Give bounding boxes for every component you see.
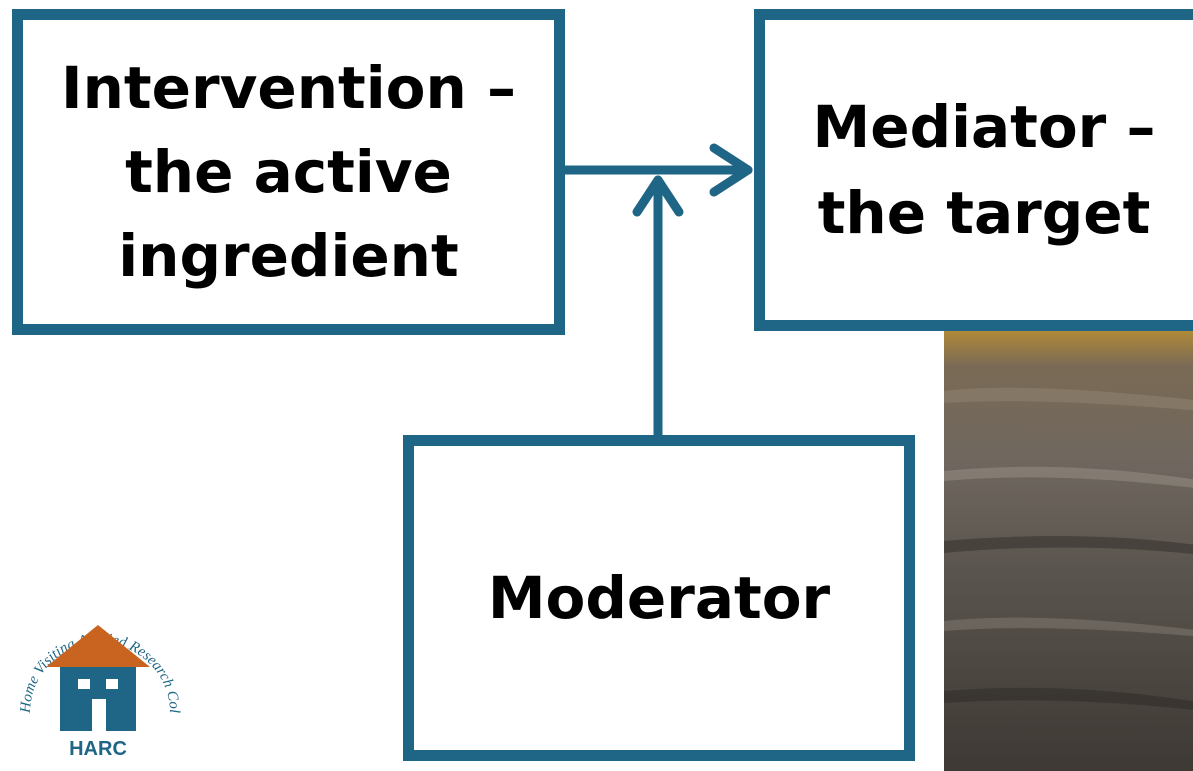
intervention-line-3: ingredient xyxy=(118,222,459,290)
mediator-line-2: the target xyxy=(817,179,1151,247)
mediator-box: Mediator – the target xyxy=(754,9,1193,331)
moderator-arrowhead xyxy=(632,175,684,217)
logo-acronym: HARC xyxy=(69,738,127,760)
moderator-label: Moderator xyxy=(487,564,831,632)
moderator-box: Moderator xyxy=(403,435,915,761)
background-photo xyxy=(944,331,1193,771)
intervention-box: Intervention – the active ingredient xyxy=(12,9,565,335)
roof-icon xyxy=(46,625,150,667)
intervention-line-2: the active xyxy=(125,138,452,206)
harc-logo: Home Visiting Applied Research Collabora… xyxy=(8,595,182,760)
intervention-line-1: Intervention – xyxy=(61,54,516,122)
mediator-line-1: Mediator – xyxy=(812,93,1156,161)
mediator-arrowhead xyxy=(709,143,753,197)
